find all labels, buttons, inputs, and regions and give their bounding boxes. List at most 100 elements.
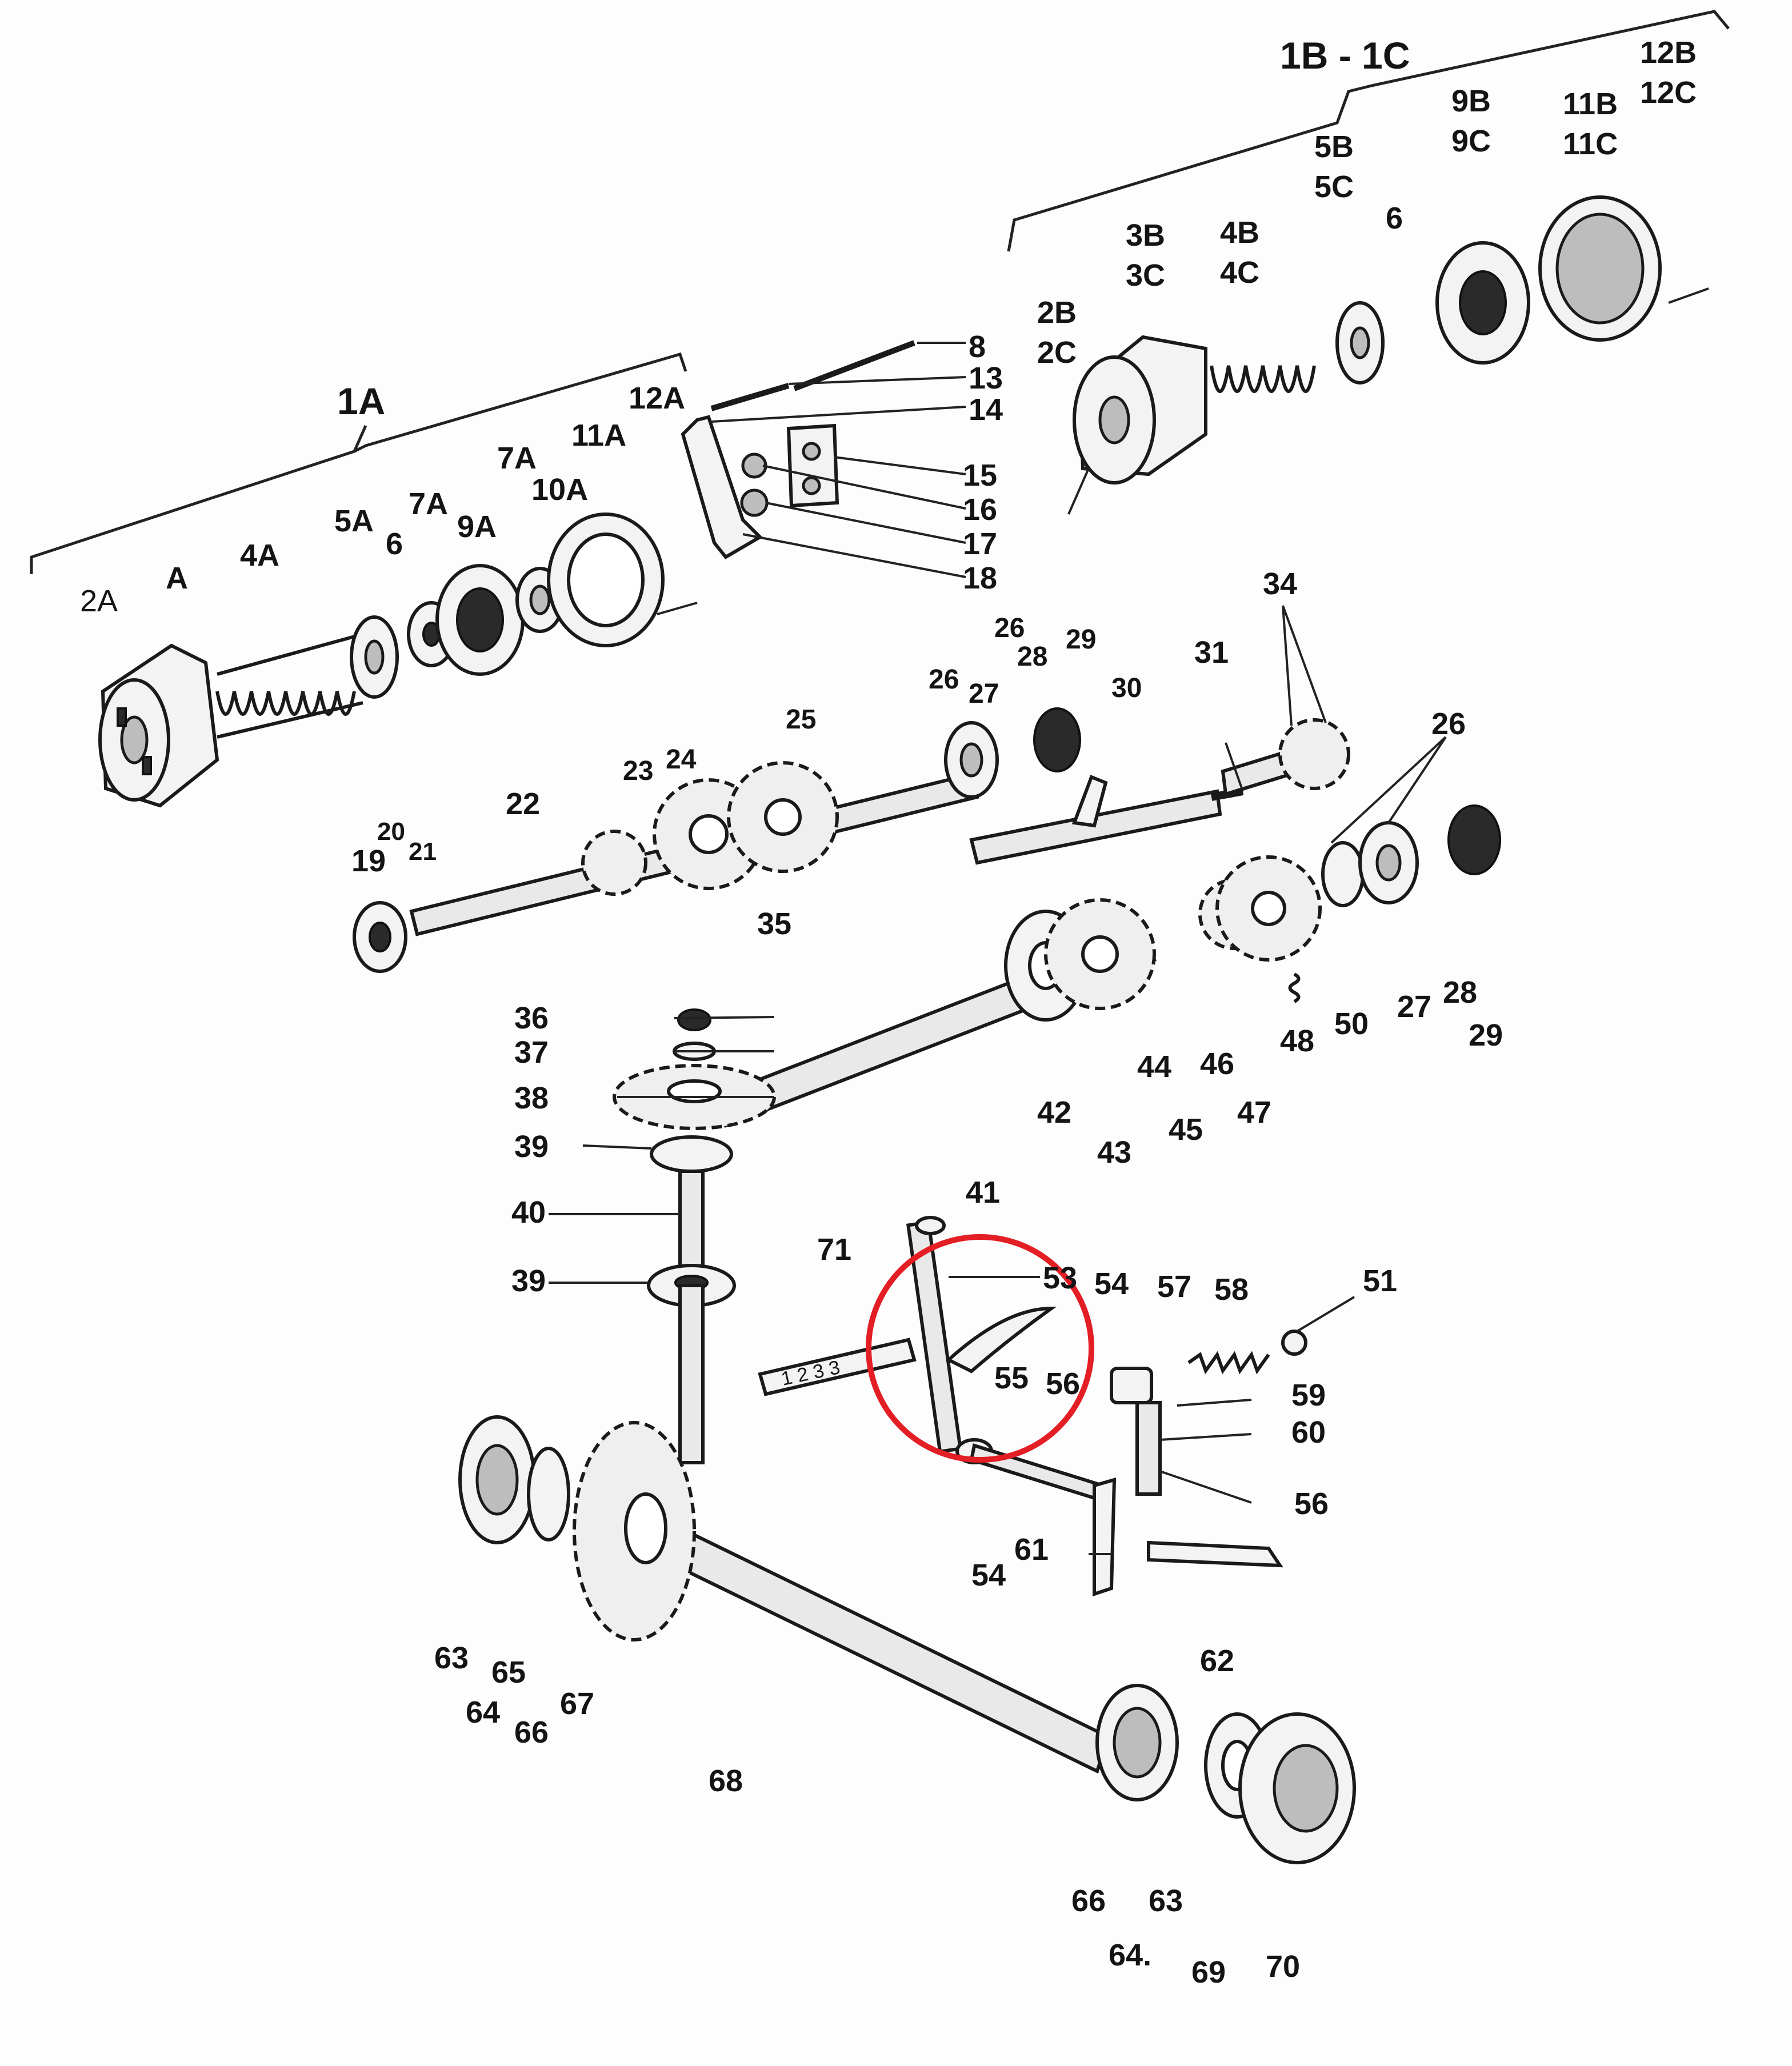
label-12c: 12C [1640, 75, 1697, 110]
label-42: 42 [1037, 1095, 1071, 1130]
label-59: 59 [1291, 1378, 1326, 1412]
bearing-63-right [1095, 1684, 1179, 1801]
group-label-1bc: 1B - 1C [1280, 34, 1410, 77]
label-3b: 3B [1126, 218, 1165, 253]
label-45: 45 [1169, 1112, 1203, 1147]
label-35: 35 [757, 907, 791, 941]
bracket-1a [30, 352, 687, 574]
bracket-1bc [1007, 10, 1730, 252]
label-29b: 29 [1469, 1018, 1503, 1052]
rod-13 [710, 383, 790, 411]
clutch-cover-11a [547, 513, 665, 647]
gear-lever-53 [906, 1216, 1057, 1454]
label-70: 70 [1266, 1949, 1300, 1984]
label-15: 15 [963, 458, 997, 493]
gear-34 [1221, 718, 1350, 796]
label-18: 18 [963, 561, 997, 595]
spring-48 [1288, 972, 1301, 1003]
label-20: 20 [377, 818, 405, 846]
nut-36 [677, 1008, 711, 1031]
label-2a: 2A [80, 584, 118, 618]
label-5a: 5A [334, 504, 374, 538]
label-3c: 3C [1126, 258, 1165, 293]
label-66b: 66 [1071, 1884, 1106, 1918]
label-34: 34 [1263, 567, 1297, 601]
label-43: 43 [1097, 1135, 1131, 1170]
label-24: 24 [666, 744, 697, 775]
label-12b: 12B [1640, 35, 1697, 70]
label-3a: A [166, 561, 188, 595]
label-47: 47 [1237, 1095, 1271, 1130]
bearing-26-right [1321, 804, 1501, 907]
label-4c: 4C [1220, 255, 1259, 290]
label-37: 37 [514, 1035, 549, 1070]
clutch-fork-14 [681, 415, 763, 559]
label-19: 19 [351, 844, 386, 878]
scale-plate-71: 1 2 3 3 [758, 1338, 917, 1396]
bearing-26-29 [944, 707, 1081, 799]
label-11a: 11A [571, 418, 626, 453]
label-66a: 66 [514, 1715, 549, 1749]
label-8: 8 [969, 330, 986, 364]
leader-lines [549, 342, 1447, 1555]
label-30: 30 [1111, 673, 1142, 703]
label-26b: 26 [929, 664, 959, 695]
label-5c: 5C [1314, 170, 1354, 204]
clutch-drum-9b [1435, 241, 1530, 365]
label-25: 25 [786, 704, 816, 735]
label-53: 53 [1043, 1261, 1077, 1295]
screw-12a [657, 602, 698, 615]
label-69: 69 [1191, 1955, 1226, 1989]
label-2b: 2B [1037, 295, 1077, 330]
label-62: 62 [1200, 1644, 1234, 1678]
bearing-19 [353, 901, 407, 973]
vertical-shaft-40 [678, 1170, 705, 1270]
label-16: 16 [963, 493, 997, 527]
label-68: 68 [709, 1764, 743, 1798]
label-64a: 64 [466, 1695, 500, 1729]
label-36: 36 [514, 1001, 549, 1035]
label-21: 21 [409, 838, 437, 866]
clutch-spring-4a [215, 632, 363, 739]
label-4b: 4B [1220, 215, 1259, 250]
label-28b: 28 [1443, 975, 1477, 1010]
bevel-gear-67 [573, 1421, 696, 1641]
label-50: 50 [1334, 1007, 1369, 1041]
selector-fork-62 [1147, 1540, 1283, 1568]
spacer-64-66-left [527, 1447, 570, 1542]
rod-8 [793, 340, 915, 391]
label-64b: 64. [1109, 1938, 1151, 1972]
label-4a: 4A [240, 538, 279, 572]
clutch-drum-9a [435, 564, 525, 676]
clutch-cup-5b [1335, 301, 1385, 385]
label-65: 65 [491, 1655, 526, 1689]
label-63b: 63 [1149, 1884, 1183, 1918]
label-14: 14 [969, 393, 1003, 427]
clutch-cover-11b [1538, 195, 1662, 342]
gear-43 [1044, 898, 1156, 1010]
screw-51 [1281, 1330, 1307, 1356]
label-41: 41 [966, 1175, 1000, 1210]
shift-plate-61 [1093, 1477, 1117, 1597]
label-11b: 11B [1563, 87, 1618, 121]
label-6a: 6 [386, 527, 403, 561]
selector-block-57 [1110, 1367, 1162, 1496]
label-9a: 9A [457, 510, 497, 544]
label-6b: 6 [1386, 201, 1403, 235]
label-54b: 54 [971, 1558, 1006, 1592]
label-7a-2: 7A [497, 441, 537, 475]
spring-58 [1187, 1351, 1270, 1375]
label-26a: 26 [994, 613, 1025, 643]
bolt-16 [741, 453, 767, 479]
label-13: 13 [969, 361, 1003, 395]
label-63a: 63 [434, 1641, 469, 1675]
label-61: 61 [1014, 1532, 1049, 1567]
label-27a: 27 [969, 679, 999, 709]
label-39b: 39 [511, 1264, 546, 1298]
gear-46 [1198, 855, 1322, 962]
label-55: 55 [994, 1361, 1029, 1395]
bolt-17 [740, 489, 769, 517]
label-56a: 56 [1046, 1367, 1080, 1401]
label-9c: 9C [1451, 124, 1491, 158]
